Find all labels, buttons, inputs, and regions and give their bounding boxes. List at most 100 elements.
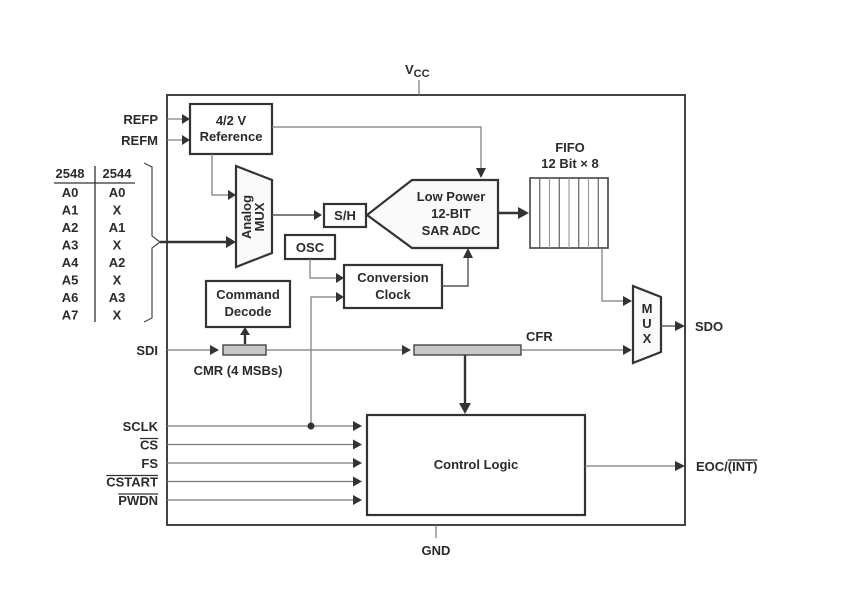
channel-table-row: A7 X	[62, 308, 122, 323]
svg-text:X: X	[643, 331, 652, 346]
ref-to-mux-arrow-icon	[228, 190, 236, 200]
mux-to-sh-arrow-icon	[314, 210, 322, 220]
cfr-to-control-arrow-icon	[459, 403, 471, 414]
adc-to-fifo-arrow-icon	[518, 207, 529, 219]
svg-text:SAR ADC: SAR ADC	[422, 223, 481, 238]
sar-adc-block: Low Power 12-BIT SAR ADC	[365, 178, 500, 250]
control-input-label: SCLK	[123, 419, 159, 434]
analog-mux-block: Analog MUX	[234, 164, 274, 269]
refm-label: REFM	[121, 133, 158, 148]
channel-brace	[143, 162, 161, 323]
reference-block: 4/2 V Reference	[188, 102, 274, 156]
eoc-int-label: EOC/(INT)	[696, 459, 757, 474]
ref-to-adc-wire	[272, 126, 482, 168]
cfr-label: CFR	[526, 329, 553, 344]
control-input-cs: CS	[139, 438, 362, 453]
svg-text:Control Logic: Control Logic	[434, 457, 519, 472]
chip-boundary	[166, 94, 686, 526]
fifo-size: 12 Bit × 8	[541, 156, 598, 171]
sdi-label: SDI	[136, 343, 158, 358]
channel-2544-cell: X	[113, 203, 122, 218]
svg-text:Analog: Analog	[239, 195, 254, 239]
svg-text:U: U	[642, 316, 651, 331]
cfr-register	[413, 344, 522, 356]
control-input-pwdn: PWDN	[118, 493, 362, 508]
channel-2548-cell: A0	[62, 185, 79, 200]
sclk-to-clock-arrow-icon	[336, 292, 344, 302]
svg-text:M: M	[642, 301, 653, 316]
sclk-to-clock-wire	[310, 296, 338, 426]
control-input-sclk: SCLK	[123, 419, 362, 434]
channel-table-row: A0 A0	[62, 185, 126, 200]
conversion-clock-block: Conversion Clock	[342, 263, 444, 310]
control-input-label: FS	[141, 456, 158, 471]
control-input-fs: FS	[141, 456, 362, 471]
control-input-label: CSTART	[106, 475, 158, 490]
sdo-label: SDO	[695, 319, 723, 334]
svg-text:Decode: Decode	[225, 304, 272, 319]
channel-2548-cell: A2	[62, 220, 79, 235]
svg-text:Command: Command	[216, 287, 280, 302]
svg-text:OSC: OSC	[296, 240, 325, 255]
svg-text:Reference: Reference	[200, 129, 263, 144]
osc-to-clock-wire	[309, 259, 338, 279]
channel-table-row: A4 A2	[62, 255, 126, 270]
vcc-label: VCC	[405, 62, 430, 80]
control-input-arrow-icon	[353, 495, 362, 505]
channel-table-row: A3 X	[62, 238, 122, 253]
svg-text:Conversion: Conversion	[357, 270, 429, 285]
refp-arrow-icon	[182, 114, 190, 124]
channel-2544-cell: X	[113, 238, 122, 253]
control-input-label: CS	[140, 438, 158, 453]
channel-table-header-2544: 2544	[103, 166, 133, 181]
cfr-input-arrow-icon	[402, 345, 411, 355]
cmr-register	[222, 344, 267, 356]
cmr-label: CMR (4 MSBs)	[194, 363, 283, 378]
channel-2544-cell: A0	[109, 185, 126, 200]
fifo-to-outmux-wire	[601, 248, 625, 302]
fifo-block	[529, 177, 609, 249]
clock-to-adc-wire	[442, 258, 469, 287]
svg-text:MUX: MUX	[252, 202, 267, 231]
control-input-arrow-icon	[353, 476, 362, 487]
channel-2544-cell: X	[113, 308, 122, 323]
fifo-to-outmux-arrow-icon	[623, 296, 632, 306]
svg-text:4/2 V: 4/2 V	[216, 113, 247, 128]
control-input-label: PWDN	[118, 493, 158, 508]
analog-input-arrow-icon	[226, 236, 236, 248]
cfr-to-outmux-arrow-icon	[623, 345, 632, 355]
osc-block: OSC	[283, 233, 337, 261]
sample-hold-block: S/H	[322, 202, 368, 229]
control-logic-block: Control Logic	[365, 413, 587, 517]
channel-2544-cell: A2	[109, 255, 126, 270]
output-mux-block: M U X	[631, 284, 663, 365]
control-input-arrow-icon	[353, 458, 362, 468]
channel-2544-cell: X	[113, 273, 122, 288]
channel-2544-cell: A3	[109, 290, 126, 305]
channel-table-header-2548: 2548	[56, 166, 85, 181]
control-input-cstart: CSTART	[106, 475, 362, 490]
sclk-junction-dot	[307, 422, 315, 430]
channel-2548-cell: A4	[62, 255, 79, 270]
channel-2548-cell: A3	[62, 238, 79, 253]
svg-text:S/H: S/H	[334, 208, 356, 223]
command-decode-block: Command Decode	[204, 279, 292, 329]
channel-2548-cell: A1	[62, 203, 79, 218]
channel-table-row: A1 X	[62, 203, 122, 218]
gnd-label: GND	[422, 543, 451, 558]
ref-to-adc-arrow-icon	[476, 168, 486, 178]
eoc-arrow-icon	[675, 461, 685, 471]
clock-to-adc-arrow-icon	[463, 248, 473, 258]
control-input-arrow-icon	[353, 421, 362, 431]
sdi-arrow-icon	[210, 345, 219, 355]
cmr-to-decode-arrow-icon	[240, 327, 250, 335]
channel-2548-cell: A7	[62, 308, 79, 323]
sdo-arrow-icon	[675, 321, 685, 331]
refm-arrow-icon	[182, 135, 190, 145]
fifo-title: FIFO	[555, 140, 585, 155]
